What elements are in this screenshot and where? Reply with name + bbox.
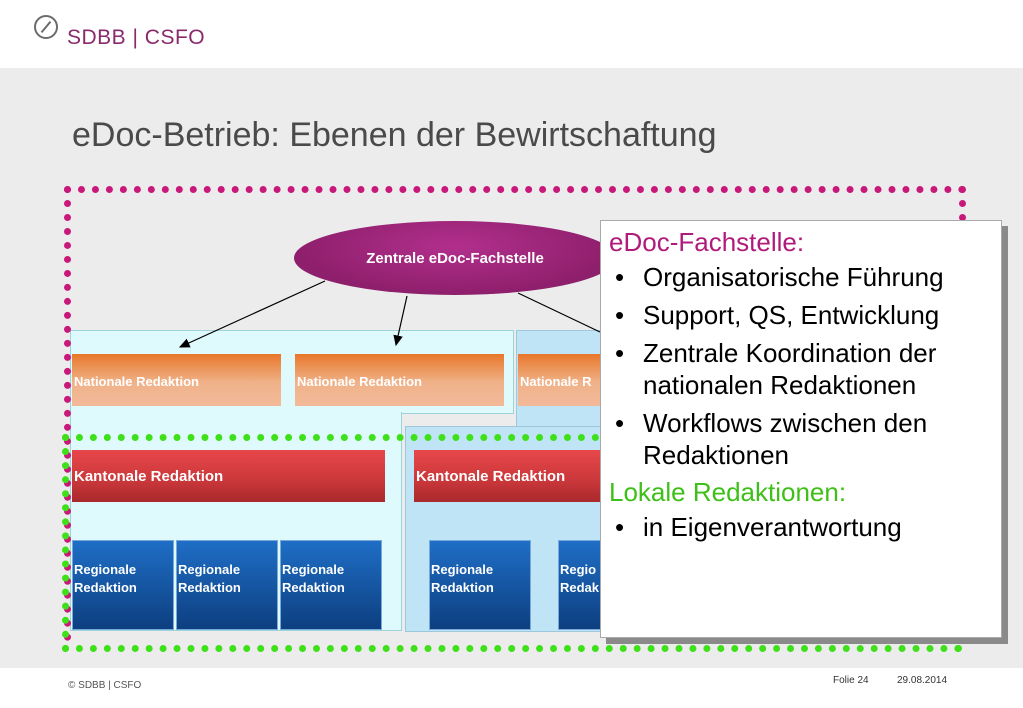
- regional-box-1: Regionale Redaktion: [72, 540, 174, 630]
- list-item: Workflows zwischen den Redaktionen: [609, 407, 1001, 471]
- info-callout: eDoc-Fachstelle: Organisatorische Führun…: [600, 220, 1002, 638]
- page-title: eDoc-Betrieb: Ebenen der Bewirtschaftung: [72, 116, 717, 154]
- arrow-to-national-3: [517, 292, 601, 333]
- regional-box-2: Regionale Redaktion: [176, 540, 278, 630]
- footer-date: 29.08.2014: [897, 675, 948, 686]
- info-heading-fachstelle: eDoc-Fachstelle:: [609, 227, 805, 257]
- cantonal-box-1: Kantonale Redaktion: [72, 450, 385, 502]
- national-box-2: Nationale Redaktion: [295, 354, 504, 406]
- info-list-lokal: in Eigenverantwortung: [609, 511, 1001, 543]
- info-list-fachstelle: Organisatorische Führung Support, QS, En…: [609, 261, 1001, 471]
- list-item: in Eigenverantwortung: [609, 511, 1001, 543]
- list-item: Zentrale Koordination der nationalen Red…: [609, 337, 1001, 401]
- arrow-to-national-1: [178, 280, 326, 348]
- arrow-to-national-2: [393, 295, 408, 347]
- national-box-3: Nationale R: [518, 354, 604, 406]
- compass-icon: [34, 15, 58, 39]
- central-office-node: Zentrale eDoc-Fachstelle: [294, 221, 616, 295]
- footer-copyright: © SDBB | CSFO: [68, 680, 142, 691]
- info-heading-lokal: Lokale Redaktionen:: [609, 477, 847, 507]
- list-item: Support, QS, Entwicklung: [609, 299, 1001, 331]
- central-office-label: Zentrale eDoc-Fachstelle: [366, 249, 544, 267]
- national-box-1: Nationale Redaktion: [72, 354, 281, 406]
- cantonal-box-2: Kantonale Redaktion: [414, 450, 604, 502]
- footer-slide-number: Folie 24: [833, 675, 869, 686]
- regional-box-4: Regionale Redaktion: [429, 540, 531, 630]
- header: SDBB | CSFO: [0, 0, 1023, 68]
- regional-box-3: Regionale Redaktion: [280, 540, 382, 630]
- list-item: Organisatorische Führung: [609, 261, 1001, 293]
- logo-text: SDBB | CSFO: [67, 26, 206, 49]
